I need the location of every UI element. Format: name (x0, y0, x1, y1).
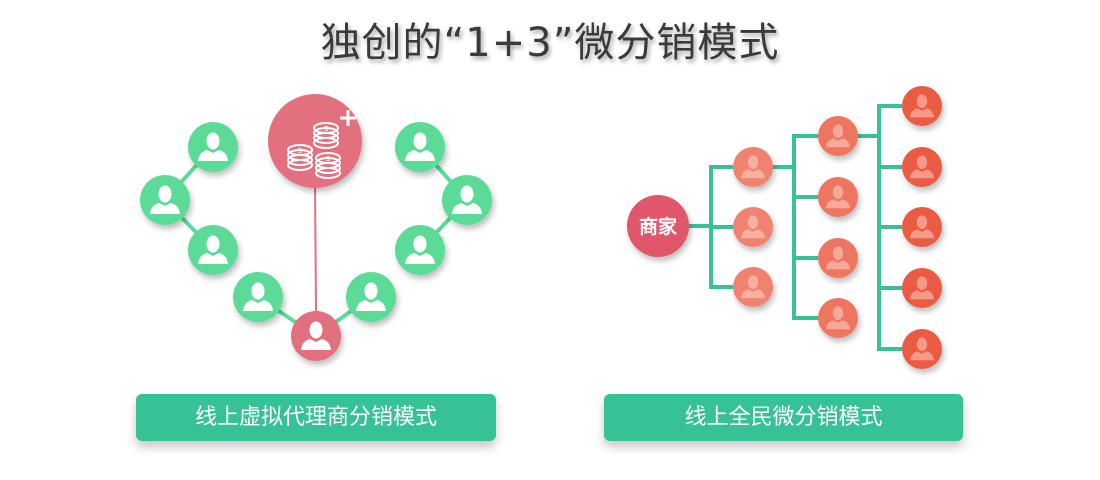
dollar-sign: $ (297, 146, 302, 155)
person-node (902, 147, 942, 187)
merchant-root-node: 商家 (627, 195, 689, 257)
person-node (442, 175, 492, 225)
person-node (188, 122, 238, 172)
coin (287, 159, 313, 171)
person-node (733, 207, 773, 247)
money-coins-plus-icon: $ $ $ (287, 110, 356, 179)
left-network-diagram: $ $ $ (140, 94, 492, 361)
connector-line (314, 179, 317, 313)
page-title: 独创的“1+3”微分销模式 (320, 20, 780, 66)
person-node (733, 267, 773, 307)
person-node (902, 207, 942, 247)
person-node (395, 225, 445, 275)
right-tree-diagram: 商家 (627, 86, 942, 369)
person-node (140, 175, 190, 225)
person-node (818, 238, 858, 278)
person-node (902, 329, 942, 369)
coin (315, 162, 341, 174)
root-circle (627, 195, 689, 257)
person-node (233, 272, 283, 322)
dollar-sign: $ (323, 124, 328, 133)
money-node: $ $ $ (268, 94, 362, 188)
dollar-sign: $ (325, 154, 330, 163)
coin (287, 154, 313, 166)
person-node (818, 116, 858, 156)
left-model-button[interactable]: 线上虚拟代理商分销模式 (136, 394, 496, 441)
person-node (818, 298, 858, 338)
person-node (818, 177, 858, 217)
right-model-button[interactable]: 线上全民微分销模式 (604, 394, 963, 441)
plus-sign (340, 110, 356, 126)
merchant-label: 商家 (639, 215, 678, 238)
coin (315, 167, 341, 179)
person-node (902, 86, 942, 126)
person-node (188, 225, 238, 275)
person-node (902, 268, 942, 308)
person-node (395, 122, 445, 172)
coin (313, 132, 339, 144)
person-node (346, 272, 396, 322)
person-node (291, 311, 341, 361)
coin (313, 137, 339, 149)
person-node (733, 147, 773, 187)
